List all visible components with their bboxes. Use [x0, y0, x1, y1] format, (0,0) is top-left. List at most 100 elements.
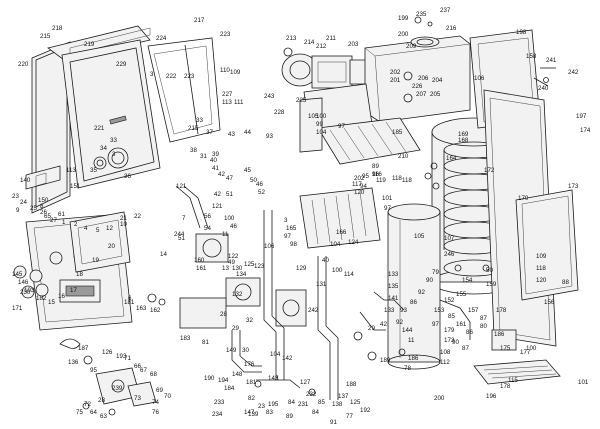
part-callout: 136 — [68, 359, 79, 366]
part-callout: 103 — [24, 287, 35, 294]
part-callout: 181 — [124, 299, 135, 306]
part-callout: 121 — [212, 203, 223, 210]
part-callout: 38 — [190, 147, 197, 154]
part-callout: 1 — [276, 375, 280, 382]
part-callout: 232 — [306, 391, 317, 398]
part-callout: 181 — [246, 379, 257, 386]
part-callout: 234 — [212, 411, 223, 418]
part-callout: 173 — [568, 183, 579, 190]
part-callout: 219 — [84, 41, 95, 48]
part-callout: 177 — [520, 349, 531, 356]
part-callout: 223 — [220, 31, 231, 38]
part-callout: 216 — [446, 25, 457, 32]
part-callout: 169 — [458, 131, 469, 138]
part-callout: 223 — [184, 73, 195, 80]
part-callout: 47 — [226, 175, 233, 182]
part-callout: 160 — [194, 257, 205, 264]
part-callout: 64 — [90, 409, 97, 416]
part-callout: 129 — [296, 265, 307, 272]
part-callout: 159 — [486, 281, 497, 288]
part-callout: 100 — [332, 267, 343, 274]
part-callout: 172 — [484, 167, 495, 174]
front-panel — [31, 25, 151, 214]
part-callout: 91 — [330, 419, 337, 426]
part-callout: 5 — [96, 227, 100, 234]
part-callout: 100 — [526, 345, 537, 352]
part-callout: 97 — [432, 321, 439, 328]
part-callout: 241 — [546, 57, 557, 64]
part-callout: 118 — [392, 175, 402, 182]
part-callout: 85 — [318, 399, 325, 406]
part-callout: 202 — [354, 175, 365, 182]
part-callout: 95 — [362, 173, 369, 180]
part-callout: 99 — [316, 121, 323, 128]
part-callout: 120 — [354, 189, 365, 196]
part-callout: 54 — [204, 225, 211, 232]
part-callout: 113 — [66, 167, 76, 174]
part-callout: 32 — [246, 317, 253, 324]
part-callout: 214 — [304, 39, 315, 46]
bottom-valves — [59, 338, 157, 416]
part-callout: 199 — [398, 15, 409, 22]
part-callout: 104 — [330, 241, 341, 248]
part-callout: 74 — [152, 399, 159, 406]
part-callout: 133 — [388, 271, 399, 278]
part-callout: 40 — [210, 157, 217, 164]
part-callout: 83 — [266, 409, 273, 416]
part-callout: 189 — [380, 357, 391, 364]
part-callout: 210 — [398, 153, 409, 160]
part-callout: 187 — [78, 345, 89, 352]
part-callout: 193 — [116, 353, 127, 360]
part-callout: 206 — [418, 75, 429, 82]
part-callout: 30 — [242, 347, 249, 354]
part-callout: 164 — [446, 155, 457, 162]
part-callout: 17 — [70, 287, 77, 294]
part-callout: 97 — [284, 233, 291, 240]
part-callout: 228 — [274, 109, 285, 116]
part-callout: 118 — [536, 265, 546, 272]
part-callout: 174 — [580, 127, 591, 134]
gas-valve-pump — [179, 233, 307, 329]
part-callout: 239 — [112, 385, 123, 392]
part-callout: 144 — [402, 327, 413, 334]
part-callout: 9 — [16, 207, 20, 214]
part-callout: 29 — [232, 325, 239, 332]
part-callout: 70 — [164, 393, 171, 400]
part-callout: 7 — [182, 215, 186, 222]
part-callout: 207 — [416, 91, 427, 98]
part-callout: 101 — [382, 195, 393, 202]
part-callout: 147 — [244, 409, 255, 416]
part-callout: 67 — [140, 367, 147, 374]
part-callout: 42 — [214, 191, 221, 198]
part-callout: 13 — [222, 265, 229, 272]
part-callout: 3 — [112, 151, 116, 158]
part-callout: 111 — [234, 99, 244, 106]
part-callout: 109 — [230, 69, 241, 76]
part-callout: 222 — [166, 73, 177, 80]
part-callout: 89 — [372, 163, 379, 170]
part-callout: 154 — [462, 277, 473, 284]
part-callout: 95 — [90, 367, 97, 374]
part-callout: 237 — [440, 7, 451, 14]
part-callout: 153 — [434, 307, 445, 314]
part-callout: 84 — [288, 399, 295, 406]
part-callout: 125 — [244, 261, 255, 268]
part-callout: 243 — [264, 93, 275, 100]
part-callout: 28 — [98, 397, 105, 404]
part-callout: 114 — [344, 271, 354, 278]
part-callout: 146 — [18, 279, 29, 286]
part-callout: 119 — [376, 177, 386, 184]
part-callout: 163 — [136, 305, 147, 312]
part-callout: 220 — [18, 61, 29, 68]
burner-manifold — [299, 187, 381, 249]
part-callout: 127 — [300, 379, 311, 386]
part-callout: 107 — [444, 235, 455, 242]
part-callout: 104 — [316, 129, 327, 136]
part-callout: 34 — [100, 145, 107, 152]
part-callout: 215 — [188, 125, 199, 132]
part-callout: 116 — [372, 171, 382, 178]
part-callout: 80 — [480, 323, 487, 330]
part-callout: 105 — [414, 233, 425, 240]
part-callout: 87 — [462, 345, 469, 352]
